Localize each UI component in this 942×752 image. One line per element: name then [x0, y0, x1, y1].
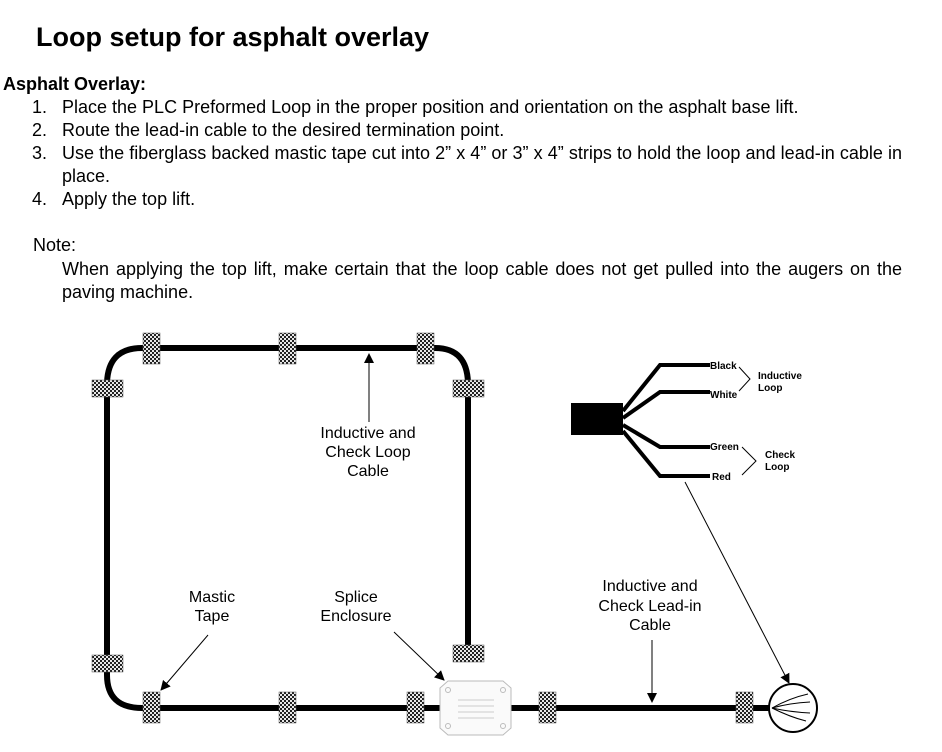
step-number: 2. — [32, 120, 48, 140]
step-text: Route the lead-in cable to the desired t… — [62, 120, 505, 140]
note-label: Note: — [33, 235, 77, 255]
wire-label-green: Green — [710, 442, 739, 453]
step-item: 3. Use the fiberglass backed mastic tape … — [30, 142, 902, 188]
loop-cable-label-line-1: Inductive and — [320, 425, 415, 442]
loop-cable — [104, 345, 471, 655]
check-loop-label-line-1: Check — [765, 450, 795, 461]
note-text: When applying the top lift, make certain… — [62, 259, 902, 302]
tape-patch — [91, 654, 124, 673]
step-number: 3. — [32, 143, 48, 163]
section-heading: Asphalt Overlay: — [3, 74, 147, 94]
lead-in-cable-end — [571, 363, 710, 478]
cable-route-arrow — [684, 481, 790, 684]
wire-label-black: Black — [710, 361, 737, 372]
loop-cable-lower — [104, 385, 775, 711]
check-loop-label-line-2: Loop — [765, 462, 789, 473]
loop-cable-label-line-2: Check Loop — [325, 444, 410, 461]
check-brace — [741, 446, 757, 476]
mastic-tape-arrow — [160, 634, 209, 691]
tape-patch — [452, 379, 485, 398]
tape-patch — [406, 691, 425, 724]
splice-enclosure — [439, 680, 512, 736]
tape-patch — [142, 691, 161, 724]
steps-list: 1. Place the PLC Preformed Loop in the pr… — [30, 96, 902, 211]
mastic-tape-label-line-1: Mastic — [189, 589, 235, 606]
tape-patch — [142, 332, 161, 365]
splice-arrow — [393, 631, 445, 681]
lead-in-label-line-2: Check Lead-in — [598, 598, 701, 615]
cable-termination — [768, 683, 818, 733]
inductive-loop-label-line-1: Inductive — [758, 371, 802, 382]
wire-label-white: White — [710, 390, 738, 401]
step-item: 2. Route the lead-in cable to the desired… — [30, 119, 902, 142]
tape-patch — [278, 691, 297, 724]
tape-patch — [735, 691, 754, 724]
inductive-brace — [738, 366, 751, 392]
splice-label-line-1: Splice — [334, 589, 378, 606]
lead-in-label-line-1: Inductive and — [602, 578, 697, 595]
tape-patch — [278, 332, 297, 365]
step-text: Use the fiberglass backed mastic tape cu… — [62, 143, 902, 186]
splice-label-line-2: Enclosure — [320, 608, 391, 625]
step-item: 4. Apply the top lift. — [30, 188, 902, 211]
tape-patch — [452, 644, 485, 663]
tape-patch — [416, 332, 435, 365]
tape-patch — [91, 379, 124, 398]
step-item: 1. Place the PLC Preformed Loop in the pr… — [30, 96, 902, 119]
wire-label-red: Red — [712, 472, 731, 483]
step-text: Place the PLC Preformed Loop in the prop… — [62, 97, 799, 117]
mastic-tape-patches — [91, 332, 754, 724]
mastic-tape-label-line-2: Tape — [195, 608, 230, 625]
step-number: 4. — [32, 189, 48, 209]
step-number: 1. — [32, 97, 48, 117]
inductive-loop-label-line-2: Loop — [758, 383, 782, 394]
tape-patch — [538, 691, 557, 724]
step-text: Apply the top lift. — [62, 189, 196, 209]
loop-cable-label-line-3: Cable — [347, 463, 389, 480]
page-title: Loop setup for asphalt overlay — [36, 22, 430, 52]
lead-in-label-line-3: Cable — [629, 617, 671, 634]
